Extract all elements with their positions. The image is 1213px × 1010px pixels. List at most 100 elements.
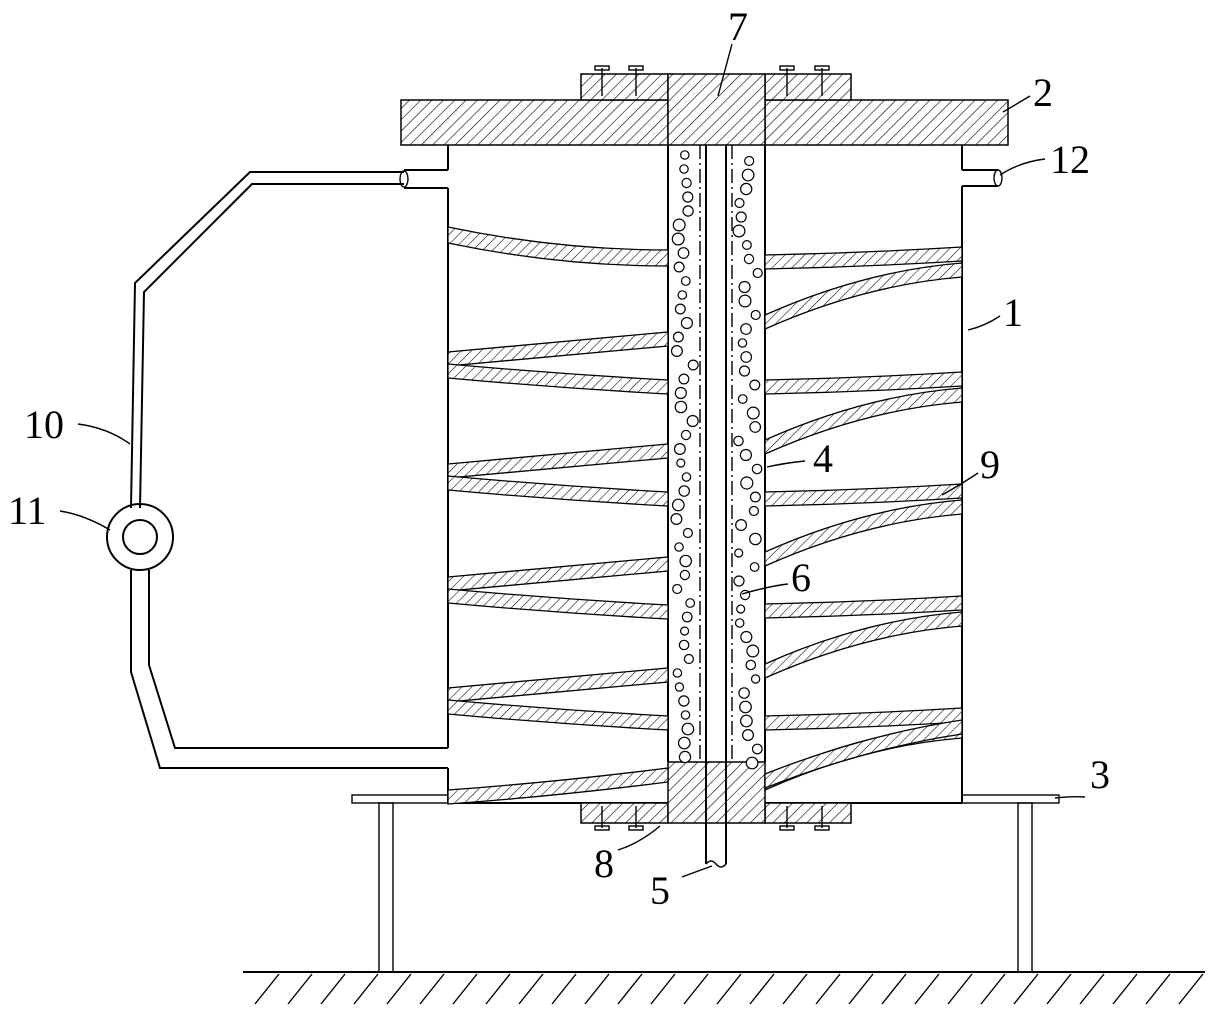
bolt-head	[628, 825, 644, 831]
hole	[679, 150, 690, 160]
leader-lines	[59, 43, 1086, 878]
hole	[674, 682, 685, 692]
spiral-blade	[447, 667, 669, 703]
hole	[746, 406, 760, 420]
hole	[680, 316, 694, 330]
hole	[741, 240, 752, 251]
hole	[673, 443, 686, 456]
spiral-blade	[447, 767, 669, 805]
bolt-head	[594, 65, 610, 71]
hole	[680, 429, 692, 441]
hole	[681, 722, 695, 736]
hole	[740, 323, 752, 335]
hole	[682, 191, 694, 203]
hole	[738, 280, 751, 294]
hole	[751, 463, 763, 475]
outlet-pipe	[962, 169, 1003, 187]
hole	[679, 554, 692, 568]
ground-hatch-line	[1112, 973, 1138, 1005]
hole	[672, 331, 684, 343]
ground-hatch-line	[254, 973, 280, 1005]
hole	[733, 435, 744, 447]
hole	[741, 168, 755, 182]
hole	[745, 756, 759, 770]
spiral-blade	[764, 719, 963, 789]
ground-hatch-line	[848, 973, 874, 1005]
hole	[679, 569, 691, 581]
spiral-blade	[764, 483, 963, 507]
spiral-blade	[764, 262, 963, 331]
hole	[678, 485, 690, 497]
label-11: 11	[8, 488, 47, 533]
hole	[737, 338, 748, 348]
ground-hatch-line	[1145, 973, 1171, 1005]
hole	[678, 373, 690, 385]
hole	[671, 232, 685, 246]
hole	[740, 351, 753, 363]
hole	[672, 218, 686, 232]
ground-hatch-line	[782, 973, 808, 1005]
pump	[106, 503, 174, 571]
label-1: 1	[1003, 290, 1023, 335]
ground-hatch-line	[980, 973, 1006, 1005]
hole	[743, 253, 755, 265]
ground-hatch-line	[320, 973, 346, 1005]
hole	[740, 476, 754, 490]
ground-hatch-line	[617, 973, 643, 1005]
label-4: 4	[813, 436, 833, 481]
hole	[744, 155, 755, 167]
hole	[681, 472, 692, 482]
label-10: 10	[24, 402, 64, 447]
bolt-head	[779, 65, 795, 71]
spiral-blade	[447, 556, 669, 592]
bolts	[594, 65, 830, 831]
ground-hatch-line	[914, 973, 940, 1005]
ground-hatch-line	[947, 973, 973, 1005]
hole	[679, 626, 690, 636]
ground-hatch-line	[419, 973, 445, 1005]
hole	[740, 630, 753, 644]
spiral-blade	[764, 387, 963, 456]
hole	[745, 659, 757, 671]
shaft	[705, 145, 727, 868]
hole	[671, 498, 685, 512]
spiral-blade	[764, 371, 963, 395]
hole	[749, 562, 760, 572]
hole	[680, 710, 691, 720]
hole	[748, 505, 760, 517]
spiral-blade	[764, 595, 963, 619]
hole	[734, 197, 745, 209]
hole	[678, 750, 692, 764]
hole	[738, 687, 750, 699]
hole	[740, 714, 753, 728]
bolt-head	[814, 65, 830, 71]
hole	[681, 611, 693, 623]
hole	[739, 700, 752, 714]
top-seal	[667, 73, 766, 146]
ground-hatch-line	[1079, 973, 1105, 1005]
label-2: 2	[1033, 70, 1053, 115]
spiral-blades	[447, 226, 963, 805]
hole	[749, 491, 761, 503]
label-5: 5	[650, 868, 670, 913]
ground-hatch-line	[1046, 973, 1072, 1005]
spiral-blade	[447, 443, 669, 479]
hole	[677, 290, 688, 300]
label-3: 3	[1090, 752, 1110, 797]
hole	[750, 674, 761, 684]
hole	[683, 653, 695, 665]
return-pipe	[130, 169, 448, 769]
ground-hatch-line	[1013, 973, 1039, 1005]
hole	[670, 512, 683, 525]
hole	[674, 400, 688, 414]
spiral-blade	[447, 331, 669, 367]
ground	[243, 971, 1205, 1005]
hole	[736, 604, 746, 614]
label-6: 6	[791, 555, 811, 600]
hole	[732, 224, 746, 238]
hole	[678, 639, 690, 651]
label-7: 7	[728, 4, 748, 49]
ground-hatch-line	[287, 973, 313, 1005]
spiral-blade	[447, 588, 669, 620]
